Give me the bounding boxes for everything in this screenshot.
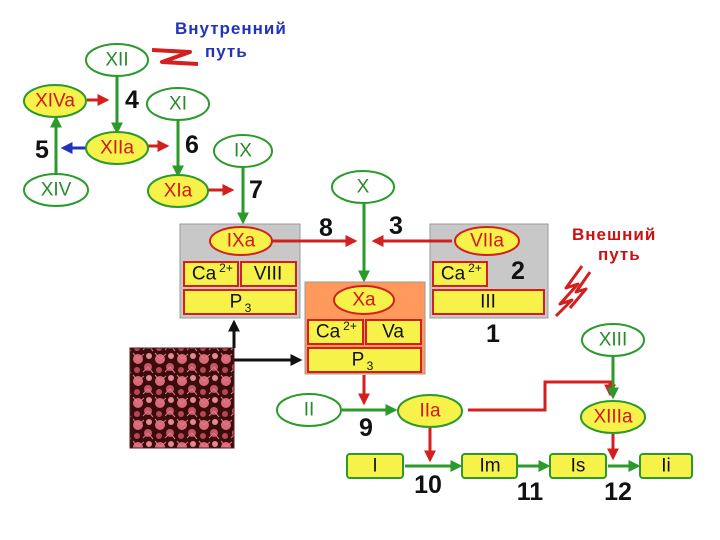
ext-tenase-ca-box xyxy=(432,261,488,287)
prothrombinase-va-label: Va xyxy=(382,322,404,343)
tenase-viii-box xyxy=(240,261,297,287)
tenase-viii-label: VIII xyxy=(254,264,283,285)
step-10: 10 xyxy=(414,471,442,499)
factor-xiia-label: XIIa xyxy=(100,138,134,159)
prothrombinase-va-box xyxy=(365,319,422,345)
tenase-ca-box xyxy=(183,261,239,287)
factor-xiia-node xyxy=(85,131,149,165)
extrinsic-pathway-label-line2: путь xyxy=(598,245,641,264)
factor-xia-label: XIa xyxy=(164,181,193,202)
ext-tenase-ca-charge: 2+ xyxy=(468,261,482,275)
step-2: 2 xyxy=(511,257,525,285)
factor-iia-node xyxy=(397,394,463,428)
factor-xiii-node xyxy=(581,323,645,357)
fibrin-insoluble-label: Ii xyxy=(661,456,671,477)
factor-ixa-node xyxy=(209,226,273,256)
step-6: 6 xyxy=(185,131,199,159)
factor-xiv-node xyxy=(23,173,89,207)
step-4: 4 xyxy=(125,86,139,114)
fibrin-insoluble-box xyxy=(639,453,693,479)
ext-tenase-iii-box xyxy=(432,289,545,315)
step-1: 1 xyxy=(486,320,500,348)
step-3: 3 xyxy=(389,212,403,240)
factor-xiva-node xyxy=(23,84,87,118)
tenase-p3-box xyxy=(183,289,297,315)
factor-viia-node xyxy=(454,226,520,256)
factor-ii-label: II xyxy=(304,400,315,421)
factor-ixa-label: IXa xyxy=(227,231,256,252)
fibrin-monomer-label: Im xyxy=(479,456,500,477)
factor-xi-node xyxy=(146,87,210,121)
intrinsic-trigger-icon xyxy=(151,48,199,66)
tenase-ca-label: Ca xyxy=(192,264,217,285)
step-11: 11 xyxy=(517,478,544,506)
prothrombinase-p3-box xyxy=(307,347,422,373)
step-5: 5 xyxy=(35,136,49,164)
intrinsic-pathway-label: Внутренний xyxy=(175,19,287,38)
factor-viia-label: VIIa xyxy=(470,231,504,252)
factor-ix-label: IX xyxy=(234,141,252,162)
factor-xa-node xyxy=(333,285,395,315)
factor-xii-node xyxy=(85,43,149,77)
factor-xia-node xyxy=(147,174,209,208)
prothrombinase-ca-charge: 2+ xyxy=(343,319,357,333)
ext-tenase-ca-label: Ca xyxy=(441,264,466,285)
fibrin-soluble-label: Is xyxy=(571,456,586,477)
prothrombinase-p3-label: P xyxy=(352,350,365,371)
factor-xii-label: XII xyxy=(105,50,128,71)
tenase-ca-charge: 2+ xyxy=(219,261,233,275)
factor-iia-label: IIa xyxy=(419,401,441,422)
factor-xiiia-label: XIIIa xyxy=(593,407,633,428)
arrow-iia-to-xiiia xyxy=(468,380,616,412)
intrinsic-pathway-label-line2: путь xyxy=(205,42,248,61)
factor-x-label: X xyxy=(357,177,370,198)
factor-xiiia-node xyxy=(580,400,646,434)
step-9: 9 xyxy=(359,414,373,442)
step-12: 12 xyxy=(604,478,632,506)
factor-xi-label: XI xyxy=(169,94,187,115)
extrinsic-pathway-label: Внешний xyxy=(572,225,656,244)
prothrombinase-p3-sub: 3 xyxy=(367,359,374,373)
prothrombinase-ca-label: Ca xyxy=(316,322,341,343)
fibrin-soluble-box xyxy=(549,453,607,479)
platelets-image xyxy=(129,347,235,449)
fibrin-monomer-box xyxy=(461,453,518,479)
extrinsic-trigger-icon xyxy=(554,265,584,318)
factor-x-node xyxy=(331,170,395,204)
tenase-p3-sub: 3 xyxy=(245,301,252,315)
ext-tenase-iii-label: III xyxy=(480,292,496,313)
fibrinogen-label: I xyxy=(372,456,377,477)
tenase-p3-label: P xyxy=(230,292,243,313)
factor-ix-node xyxy=(213,134,273,168)
factor-xiv-label: XIV xyxy=(41,180,72,201)
step-7: 7 xyxy=(249,176,263,204)
prothrombinase-ca-box xyxy=(307,319,364,345)
factor-ii-node xyxy=(276,393,342,427)
step-8: 8 xyxy=(319,214,333,242)
factor-xa-label: Xa xyxy=(352,290,376,311)
extrinsic-trigger-icon-2 xyxy=(568,271,592,309)
fibrinogen-box xyxy=(346,453,404,479)
factor-xiva-label: XIVa xyxy=(35,91,75,112)
factor-xiii-label: XIII xyxy=(599,330,628,351)
